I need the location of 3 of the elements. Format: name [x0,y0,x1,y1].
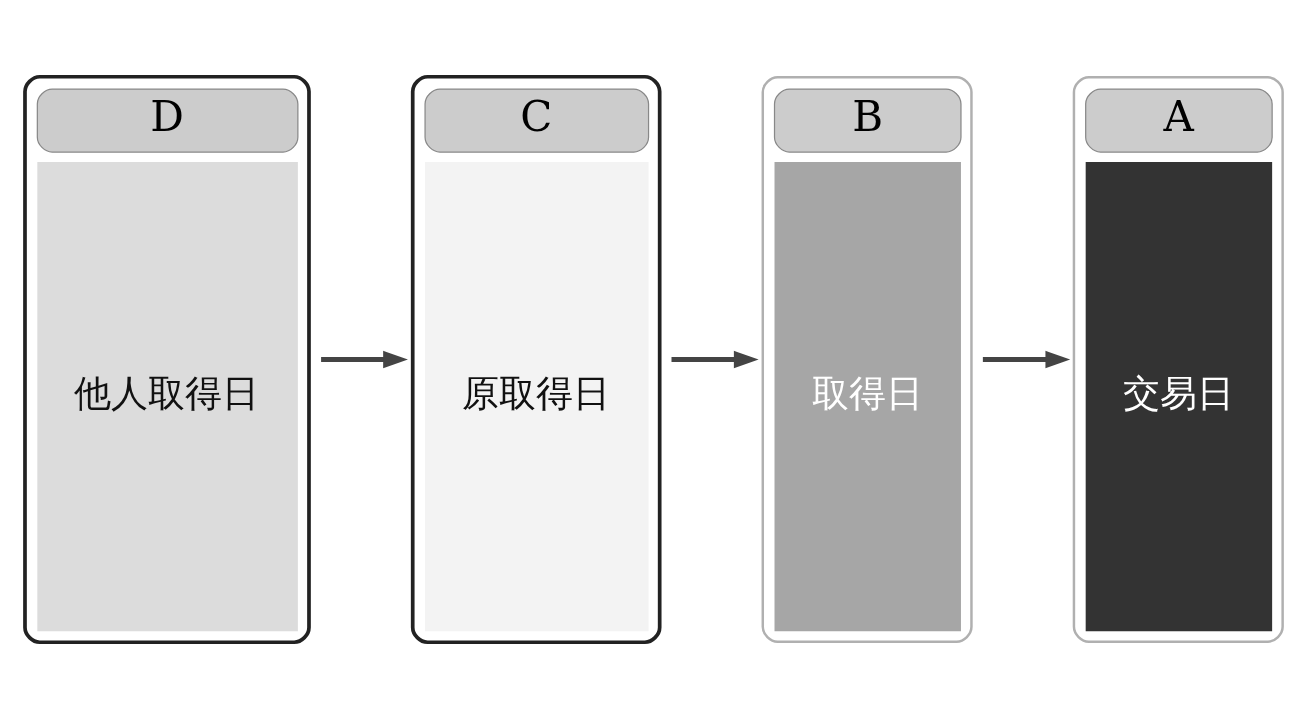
arrow [321,350,408,369]
arrow [982,350,1071,369]
arrow [671,350,759,369]
